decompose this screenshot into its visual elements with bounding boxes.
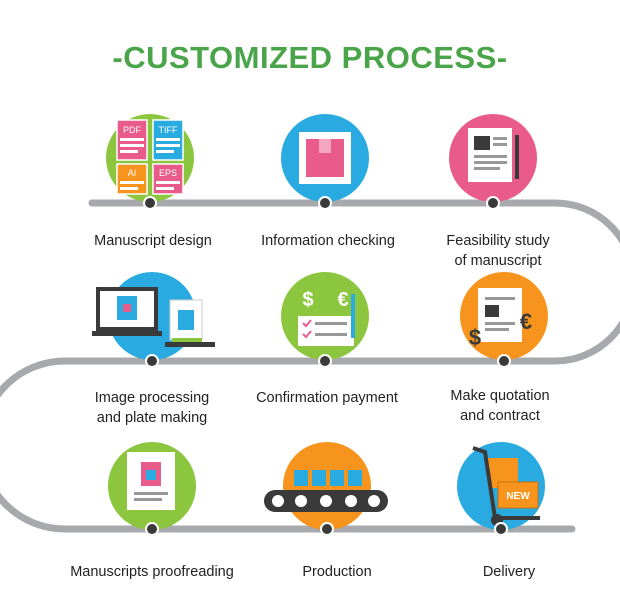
invoice-icon: $ €: [469, 288, 532, 350]
step-4-label-line-1: Make quotation: [450, 388, 550, 404]
conveyor-belt-icon: [264, 470, 388, 512]
step-6-label-line-1: Image processing: [94, 390, 210, 406]
track-nodes: [143, 196, 511, 536]
step-3-feasibility-study: [449, 114, 537, 202]
report-document-icon: [468, 128, 519, 182]
step-7-manuscripts-proofreading: [108, 442, 196, 530]
step-5-label: Confirmation payment: [232, 388, 422, 408]
step-9-delivery: NEW: [457, 442, 545, 530]
step-1-label-line-1: Manuscript design: [94, 233, 212, 249]
node-dot: [320, 522, 334, 536]
step-8-label-line-1: Production: [302, 564, 372, 580]
page-title: -CUSTOMIZED PROCESS-: [112, 40, 508, 75]
step-4-label-line-2: and contract: [460, 408, 540, 424]
node-dot: [145, 522, 159, 536]
step-1-label: Manuscript design: [58, 231, 248, 251]
step-3-label: Feasibility study of manuscript: [403, 231, 593, 271]
node-dot: [497, 354, 511, 368]
step-9-label-line-1: Delivery: [482, 564, 536, 580]
step-6-label: Image processing and plate making: [57, 388, 247, 428]
step-8-label: Production: [242, 562, 432, 582]
step-1-manuscript-design: PDF TIFF AI EPS: [106, 114, 194, 202]
computer-monitor-icon: [92, 287, 162, 336]
step-3-label-line-1: Feasibility study: [446, 233, 550, 249]
dollar-icon: $: [302, 289, 313, 311]
step-6-label-line-2: and plate making: [96, 410, 208, 426]
tag-pdf: PDF: [123, 125, 142, 135]
step-4-make-quotation: $ €: [460, 272, 548, 360]
euro-icon: €: [337, 289, 348, 311]
node-dot: [145, 354, 159, 368]
document-files-icon: PDF TIFF AI EPS: [116, 119, 184, 195]
payment-check-icon: $ €: [298, 289, 355, 346]
package-box-icon: [299, 132, 351, 184]
hand-truck-icon: NEW: [472, 446, 540, 526]
step-6-image-processing: [92, 272, 215, 360]
node-dot: [494, 522, 508, 536]
step-2-information-checking: [281, 114, 369, 202]
tag-eps: EPS: [159, 168, 177, 178]
step-8-production: [264, 442, 388, 530]
step-4-label: Make quotation and contract: [405, 386, 595, 426]
node-dot: [318, 354, 332, 368]
step-2-label: Information checking: [233, 231, 423, 251]
node-dot: [143, 196, 157, 210]
proof-document-icon: [127, 452, 175, 510]
step-2-label-line-1: Information checking: [261, 233, 395, 249]
node-dot: [318, 196, 332, 210]
tag-new: NEW: [506, 491, 530, 502]
printing-plate-icon: [165, 299, 215, 347]
step-3-label-line-2: of manuscript: [454, 253, 542, 269]
step-5-label-line-1: Confirmation payment: [256, 390, 398, 406]
tag-tiff: TIFF: [159, 125, 178, 135]
step-9-label: Delivery: [414, 562, 604, 582]
step-7-label-line-1: Manuscripts proofreading: [70, 564, 234, 580]
node-dot: [486, 196, 500, 210]
process-track: [0, 199, 620, 533]
step-7-label: Manuscripts proofreading: [47, 562, 257, 582]
euro-icon: €: [520, 309, 532, 334]
dollar-icon: $: [469, 325, 481, 350]
step-5-confirmation-payment: $ €: [281, 272, 369, 360]
tag-ai: AI: [128, 168, 137, 178]
